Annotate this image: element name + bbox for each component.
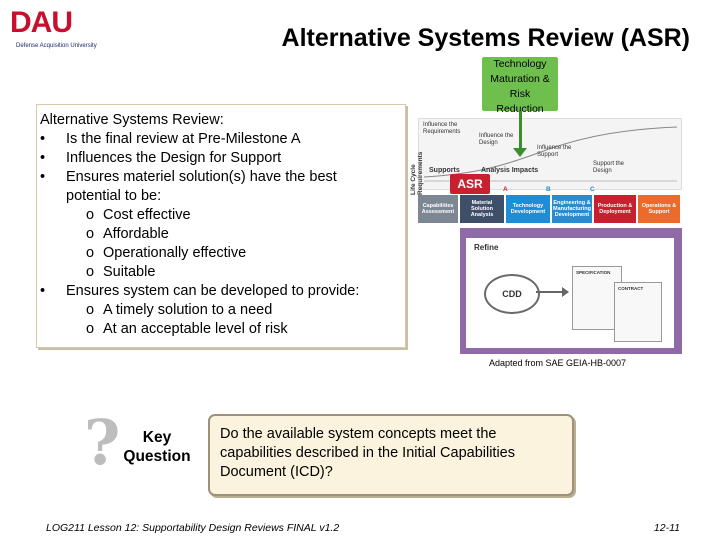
sub-item: A timely solution to a need [103,302,273,318]
lifecycle-requirements-label: Life Cycle Requirements [410,151,424,195]
phase-capabilities-assessment: Capabilities Assessment [418,195,458,223]
phase-technology-development: Technology Development [506,195,550,223]
influence-support-label: Influence the Support [537,145,572,158]
bullet-item: Ensures system can be developed to provi… [66,283,360,299]
asr-badge: ASR [450,174,490,194]
sub-bullet: o [86,321,95,337]
phase-operations-support: Operations & Support [638,195,680,223]
footer-course: LOG211 Lesson 12: Supportability Design … [46,522,340,534]
phase-production-deployment: Production & Deployment [594,195,636,223]
contract-document: CONTRACT [614,282,662,342]
bullet: • [40,131,46,147]
logo-mark: DAU [10,6,73,39]
dau-logo: DAU Defense Acquisition University [10,6,120,56]
key-question-line2: Question [123,448,191,465]
bullet: • [40,150,46,166]
callout-line: Reduction [496,103,544,115]
question-mark-icon: ? [84,406,121,479]
sub-bullet: o [86,245,95,261]
analysis-impacts-label: Analysis Impacts [481,167,539,174]
phase-bar: Capabilities Assessment Material Solutio… [418,195,680,225]
bullet-item: Influences the Design for Support [66,150,282,166]
bullet-item: Ensures materiel solution(s) have the be… [66,169,337,185]
callout-arrow-icon [513,148,527,157]
slide-title: Alternative Systems Review (ASR) [281,24,690,52]
specification-label: SPECIFICATION [576,270,611,275]
callout-line: Risk [509,88,531,100]
bullet-item-continued: potential to be: [66,188,162,204]
sub-item: Operationally effective [103,245,247,261]
milestone-a: A [503,186,508,193]
milestone-c: C [590,186,595,193]
sub-bullet: o [86,226,95,242]
page-number: 12-11 [653,522,680,534]
cdd-node: CDD [484,274,540,314]
specification-document: SPECIFICATION [572,266,622,330]
callout-line: Technology [493,58,547,70]
bullet: • [40,169,46,185]
refine-label: Refine [474,243,499,252]
influence-design-label: Influence the Design [479,133,514,146]
sub-item: Cost effective [103,207,191,223]
sub-item: Affordable [103,226,169,242]
bullet: • [40,283,46,299]
callout-line: Maturation & [490,73,550,85]
key-question-text: Do the available system concepts meet th… [220,426,515,480]
bullet-item: Is the final review at Pre-Milestone A [66,131,301,147]
review-panel: Alternative Systems Review: • Is the fin… [36,104,406,348]
sub-item: Suitable [103,264,156,280]
technology-maturation-callout: Technology Maturation & Risk Reduction [482,57,558,115]
support-design-label: Support the Design [593,161,625,174]
key-question-box [208,414,574,496]
sub-item: At an acceptable level of risk [103,321,288,337]
contract-label: CONTRACT [618,286,644,291]
milestone-b: B [546,186,551,193]
callout-arrow-shaft [519,111,522,151]
sub-bullet: o [86,207,95,223]
arrow-icon [536,287,569,297]
phase-material-solution-analysis: Material Solution Analysis [460,195,504,223]
sub-bullet: o [86,264,95,280]
phase-emd: Engineering & Manufacturing Development [552,195,592,223]
supports-label: Supports [429,167,460,174]
influence-requirements-label: Influence the Requirements [423,122,461,135]
panel-lead: Alternative Systems Review: [40,112,224,128]
key-question-label: Key Question [116,428,198,466]
logo-subtitle: Defense Acquisition University [16,43,97,49]
source-caption: Adapted from SAE GEIA-HB-0007 [489,358,627,368]
sub-bullet: o [86,302,95,318]
key-question-line1: Key [142,429,172,446]
